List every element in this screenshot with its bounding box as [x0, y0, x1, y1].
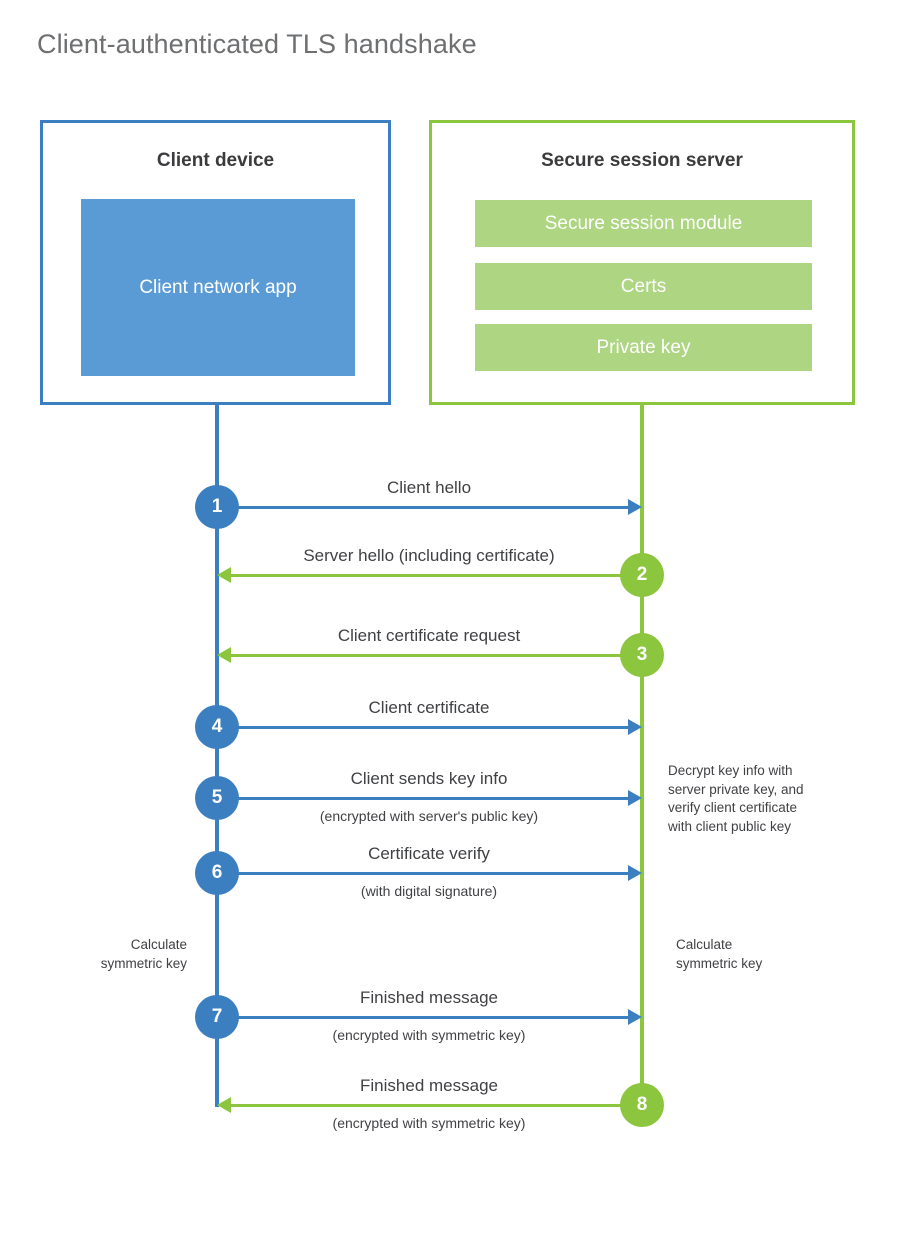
arrowhead-right-icon	[628, 719, 642, 735]
message-line-6	[217, 872, 630, 875]
note-line: symmetric key	[100, 955, 187, 971]
message-label-5: Client sends key info	[350, 769, 508, 788]
secure-session-module-block: Secure session module	[475, 200, 812, 247]
arrowhead-right-icon	[628, 1009, 642, 1025]
message-sublabel-7: (encrypted with symmetric key)	[332, 1027, 526, 1043]
arrowhead-right-icon	[628, 790, 642, 806]
step-circle-2[interactable]: 2	[620, 553, 664, 597]
server-lifeline	[640, 403, 644, 1107]
client-calculate-symmetric-key-note: Calculate symmetric key	[20, 936, 187, 973]
page-title: Client-authenticated TLS handshake	[37, 29, 477, 59]
step-circle-5[interactable]: 5	[195, 776, 239, 820]
client-network-app-block: Client network app	[81, 199, 355, 376]
step-circle-8[interactable]: 8	[620, 1083, 664, 1127]
message-line-4	[217, 726, 630, 729]
server-calculate-symmetric-key-note: Calculate symmetric key	[676, 936, 856, 973]
message-line-1	[217, 506, 630, 509]
message-line-3	[229, 654, 642, 657]
message-sublabel-8: (encrypted with symmetric key)	[332, 1115, 526, 1131]
secure-session-server-box: Secure session server Secure session mod…	[429, 120, 855, 405]
note-line: Calculate	[676, 937, 733, 952]
message-line-7	[217, 1016, 630, 1019]
message-label-3: Client certificate request	[337, 626, 521, 645]
note-line: symmetric key	[676, 955, 763, 971]
message-label-1: Client hello	[386, 478, 472, 497]
message-line-2	[229, 574, 642, 577]
arrowhead-left-icon	[217, 1097, 231, 1113]
arrowhead-left-icon	[217, 647, 231, 663]
arrowhead-left-icon	[217, 567, 231, 583]
message-label-7: Finished message	[360, 988, 498, 1007]
server-decrypt-note: Decrypt key info with server private key…	[668, 762, 838, 837]
message-label-2: Server hello (including certificate)	[303, 546, 555, 565]
step-circle-4[interactable]: 4	[195, 705, 239, 749]
message-sublabel-5: (encrypted with server's public key)	[319, 808, 539, 824]
note-line: Calculate	[130, 937, 187, 952]
client-device-title: Client device	[156, 150, 275, 171]
message-label-8: Finished message	[360, 1076, 498, 1095]
message-label-4: Client certificate	[368, 698, 490, 717]
secure-session-server-title: Secure session server	[541, 150, 743, 171]
step-circle-1[interactable]: 1	[195, 485, 239, 529]
step-circle-3[interactable]: 3	[620, 633, 664, 677]
client-lifeline	[215, 403, 219, 1107]
message-line-8	[229, 1104, 642, 1107]
note-line: verify client certificate	[668, 800, 798, 816]
message-label-6: Certificate verify	[368, 844, 490, 863]
certs-block: Certs	[475, 263, 812, 310]
message-sublabel-6: (with digital signature)	[360, 883, 498, 899]
client-device-box: Client device Client network app	[40, 120, 391, 405]
step-circle-6[interactable]: 6	[195, 851, 239, 895]
arrowhead-right-icon	[628, 499, 642, 515]
note-line: Decrypt key info with	[668, 763, 793, 778]
message-line-5	[217, 797, 630, 800]
private-key-block: Private key	[475, 324, 812, 371]
note-line: server private key, and	[668, 781, 804, 797]
note-line: with client public key	[668, 818, 792, 834]
step-circle-7[interactable]: 7	[195, 995, 239, 1039]
arrowhead-right-icon	[628, 865, 642, 881]
